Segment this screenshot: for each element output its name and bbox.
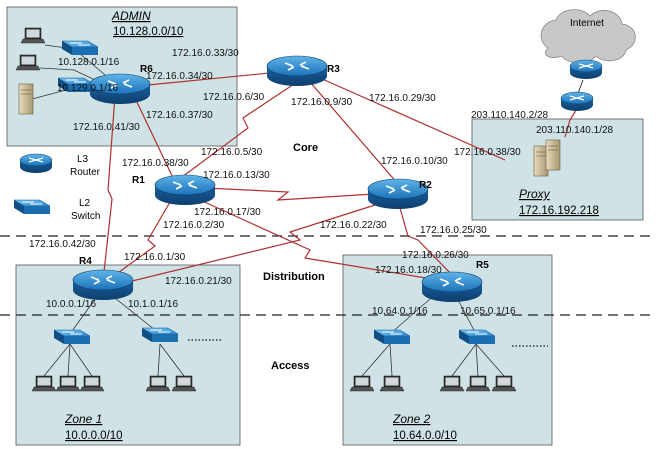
zone1-network: 10.0.0.0/10: [65, 430, 123, 442]
addr-admin-sw2: 10.129.0.1/16: [57, 83, 119, 94]
legend-router-icon: [19, 153, 53, 174]
addr-r6-r4: 172.16.0.41/30: [73, 122, 140, 133]
zone2-title: Zone 2: [392, 412, 431, 426]
links: [27, 44, 584, 377]
addr-r3-r2: 172.16.0.9/30: [291, 97, 353, 108]
addr-r5-r2: 172.16.0.26/30: [402, 250, 469, 261]
addr-r1-r4: 172.16.0.2/30: [163, 220, 225, 231]
proxy-server-icon-2: [545, 139, 561, 171]
addr-r6-r3: 172.16.0.34/30: [146, 71, 213, 82]
addr-r3-r1: 172.16.0.6/30: [203, 92, 265, 103]
link-r3-r2: [309, 81, 399, 185]
addr-r5-r1: 172.16.0.18/30: [375, 265, 442, 276]
zone2-network: 10.64.0.0/10: [393, 430, 457, 442]
admin-zone-network: 10.128.0.0/10: [113, 26, 183, 38]
addr-internet-b: 203.110.140.1/28: [536, 125, 614, 136]
addr-zone1-sw1: 10.0.0.1/16: [46, 299, 96, 310]
admin-server-icon: [18, 83, 34, 115]
addr-r6-r1: 172.16.0.37/30: [146, 110, 213, 121]
addr-r1-r3: 172.16.0.5/30: [201, 147, 263, 158]
router-r6-label: R6: [140, 64, 153, 75]
proxy-zone-title: Proxy: [519, 187, 551, 201]
addr-r4-r6: 172.16.0.42/30: [29, 239, 96, 250]
link-r3-r1: [177, 79, 301, 181]
addr-r1-r2: 172.16.0.13/30: [203, 170, 270, 181]
addr-zone2-sw2: 10.65.0.1/16: [460, 306, 516, 317]
legend-router-label: Router: [70, 167, 101, 178]
link-r2-r5: [399, 207, 456, 279]
router-r3-label: R3: [327, 64, 340, 75]
addr-r3-r6: 172.16.0.33/30: [172, 48, 239, 59]
addr-r4-r1: 172.16.0.1/30: [124, 252, 186, 263]
router-r2-label: R2: [419, 180, 432, 191]
tier-distribution-label: Distribution: [263, 271, 325, 283]
addr-proxy-r3: 172.16.0.38/30: [454, 147, 521, 158]
internet-label: Internet: [570, 18, 604, 29]
admin-zone-title: ADMIN: [111, 9, 151, 23]
link-r6-r1: [133, 95, 176, 183]
router-r1-label: R1: [132, 175, 145, 186]
legend-switch-icon: [13, 199, 51, 215]
addr-internet-a: 203.110.140.2/28: [471, 110, 549, 121]
router-r3-icon: [266, 55, 328, 87]
tier-core-label: Core: [293, 142, 318, 154]
link-r1-r4: [114, 201, 171, 276]
router-r5-label: R5: [476, 260, 489, 271]
addr-r2-r5: 172.16.0.25/30: [420, 225, 487, 236]
zone1-lan-links: [43, 291, 185, 377]
router-r4-icon: [72, 269, 134, 301]
legend-switch-label: Switch: [71, 211, 100, 222]
addr-r1-r6: 172.16.0.38/30: [122, 158, 189, 169]
link-r6-r4: [103, 95, 116, 273]
proxy-address: 172.16.192.218: [519, 205, 599, 217]
link-r3-proxy: [319, 77, 506, 161]
legend-l3-label: L3: [77, 154, 89, 165]
internet-router-icon: [569, 59, 603, 80]
internet-cloud: Internet: [540, 9, 636, 64]
link-r2-r4: [127, 204, 376, 283]
legend-l2-label: L2: [79, 198, 91, 209]
addr-zone1-sw2: 10.1.0.1/16: [128, 299, 178, 310]
router-r5-icon: [421, 271, 483, 303]
link-r1-r5: [199, 199, 439, 281]
tier-access-label: Access: [271, 360, 310, 372]
zone1-title: Zone 1: [64, 412, 102, 426]
addr-r2-r3: 172.16.0.10/30: [381, 156, 448, 167]
addr-r2-r4: 172.16.0.22/30: [320, 220, 387, 231]
zone2-lan-links: [361, 291, 505, 377]
addr-r4-r2: 172.16.0.21/30: [165, 276, 232, 287]
edge-router-icon: [560, 91, 594, 112]
addr-r3-proxy: 172.16.0.29/30: [369, 93, 436, 104]
router-r4-label: R4: [79, 256, 92, 267]
addr-zone2-sw1: 10.64.0.1/16: [372, 306, 428, 317]
addr-r1-r5: 172.16.0.17/30: [194, 207, 261, 218]
link-r1-r2: [204, 187, 375, 201]
addr-admin-sw1: 10.128.0.1/16: [58, 57, 120, 68]
